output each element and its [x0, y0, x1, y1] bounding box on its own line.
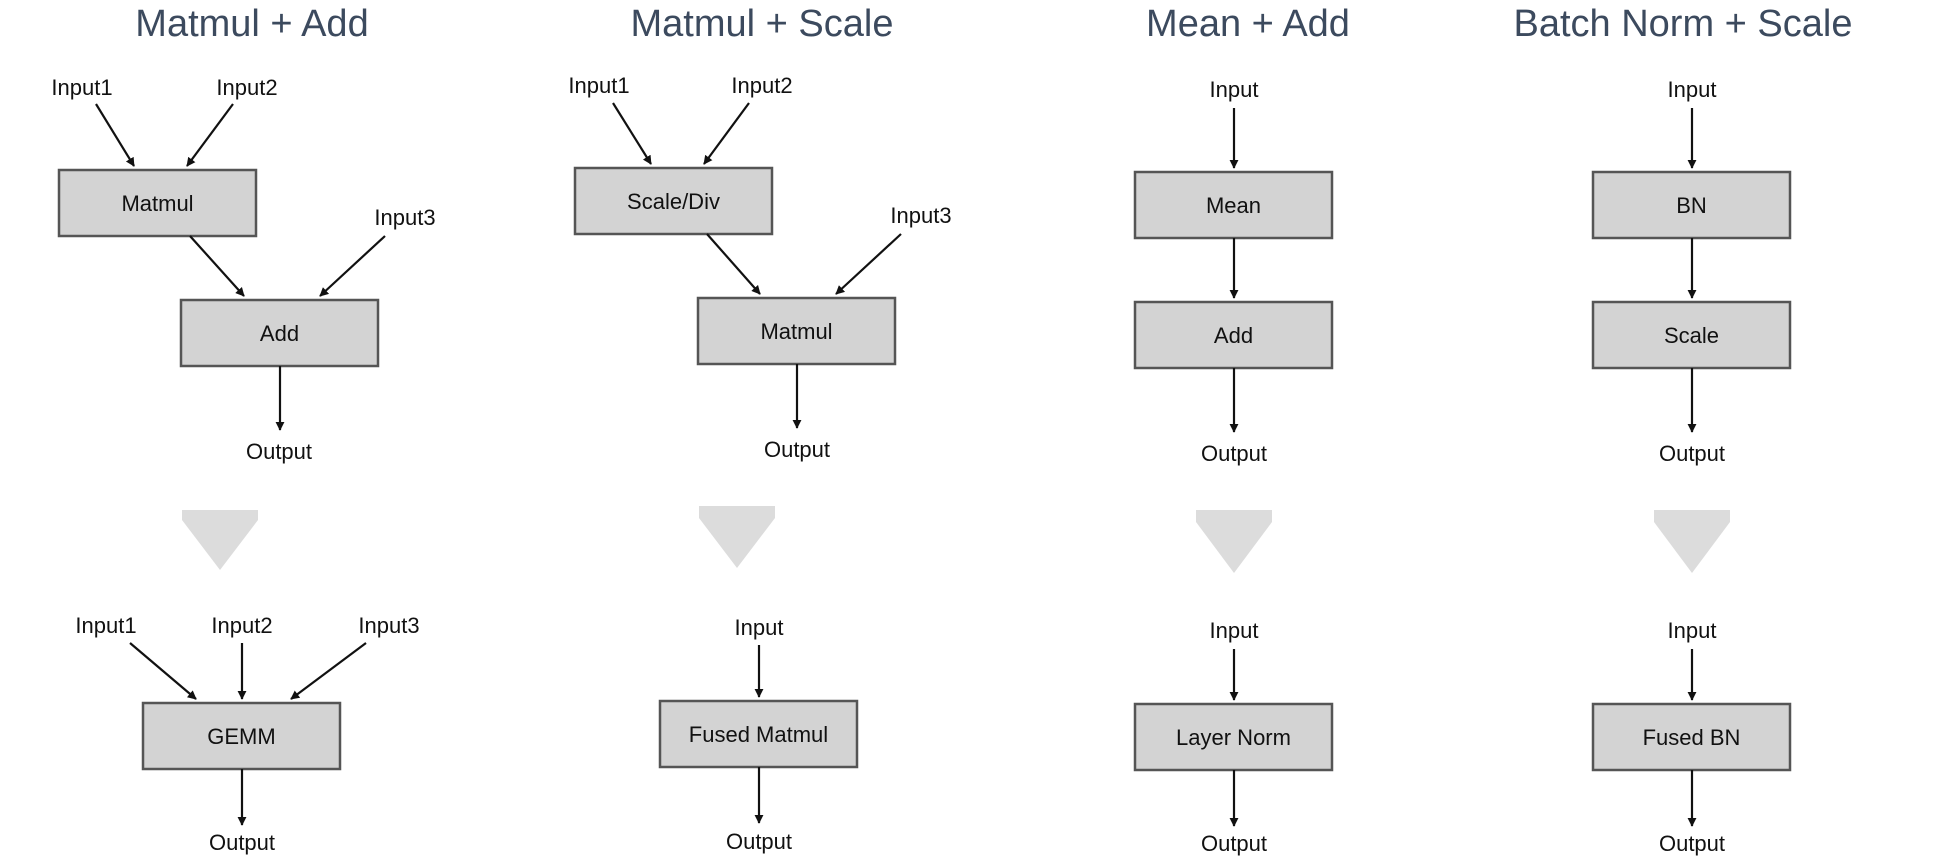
- input2-label: Input2: [731, 73, 792, 98]
- add-node-label: Add: [1214, 323, 1253, 348]
- fused-input1-label: Input1: [75, 613, 136, 638]
- output-label: Output: [1659, 441, 1725, 466]
- panel-title: Batch Norm + Scale: [1514, 3, 1853, 45]
- add-node-label: Add: [260, 321, 299, 346]
- panel-title: Matmul + Scale: [631, 3, 894, 45]
- input1-label: Input1: [568, 73, 629, 98]
- layer-norm-node-label: Layer Norm: [1176, 725, 1291, 750]
- input3-label: Input3: [374, 205, 435, 230]
- panel-matmul-scale: Matmul + Scale Input1 Input2 Input3 Scal…: [568, 3, 951, 854]
- gemm-node: GEMM: [141, 701, 342, 771]
- edge-input1-matmul: [95, 103, 135, 167]
- fused-output-label: Output: [209, 830, 275, 855]
- bn-node-label: BN: [1676, 193, 1707, 218]
- fused-matmul-node-label: Fused Matmul: [689, 722, 828, 747]
- edge-matmul-add: [189, 235, 245, 297]
- input-label: Input: [1210, 77, 1259, 102]
- panel-title: Mean + Add: [1146, 3, 1350, 45]
- transform-arrow-icon: [699, 506, 775, 568]
- edge-input3-matmul: [835, 233, 902, 295]
- fused-input-label: Input: [735, 615, 784, 640]
- mean-node: Mean: [1133, 170, 1334, 240]
- output-label: Output: [246, 439, 312, 464]
- transform-arrow-icon: [1654, 510, 1730, 573]
- mean-node-label: Mean: [1206, 193, 1261, 218]
- transform-arrow-icon: [1196, 510, 1272, 573]
- fused-input-label: Input: [1668, 618, 1717, 643]
- panel-mean-add: Mean + Add Input Mean Add Output Input L…: [1133, 3, 1350, 856]
- output-label: Output: [1201, 441, 1267, 466]
- edge-scale-matmul: [706, 233, 761, 295]
- add-node: Add: [1133, 300, 1334, 370]
- fused-matmul-node: Fused Matmul: [658, 699, 859, 769]
- bn-node: BN: [1591, 170, 1792, 240]
- matmul-node: Matmul: [696, 296, 897, 366]
- panel-matmul-add: Matmul + Add Input1 Input2 Input3 Matmul…: [51, 3, 435, 855]
- output-label: Output: [764, 437, 830, 462]
- input1-label: Input1: [51, 75, 112, 100]
- transform-arrow-icon: [182, 510, 258, 570]
- fused-input-label: Input: [1210, 618, 1259, 643]
- edge-fused-input1-gemm: [129, 642, 197, 700]
- fused-input3-label: Input3: [358, 613, 419, 638]
- edge-input1-scale: [612, 102, 652, 165]
- panel-batchnorm-scale: Batch Norm + Scale Input BN Scale Output…: [1514, 3, 1853, 856]
- scale-node-label: Scale: [1664, 323, 1719, 348]
- fused-input2-label: Input2: [211, 613, 272, 638]
- input3-label: Input3: [890, 203, 951, 228]
- fused-output-label: Output: [726, 829, 792, 854]
- scale-div-node-label: Scale/Div: [627, 189, 720, 214]
- fused-output-label: Output: [1659, 831, 1725, 856]
- add-node: Add: [179, 298, 380, 368]
- input-label: Input: [1668, 77, 1717, 102]
- panel-title: Matmul + Add: [135, 3, 368, 45]
- edge-input2-matmul: [186, 103, 234, 167]
- matmul-node-label: Matmul: [760, 319, 832, 344]
- fused-bn-node: Fused BN: [1591, 702, 1792, 772]
- edge-input2-scale: [703, 102, 750, 165]
- layer-norm-node: Layer Norm: [1133, 702, 1334, 772]
- scale-div-node: Scale/Div: [573, 166, 774, 236]
- edge-fused-input3-gemm: [290, 642, 367, 700]
- edge-input3-add: [319, 235, 386, 297]
- matmul-node-label: Matmul: [121, 191, 193, 216]
- gemm-node-label: GEMM: [207, 724, 275, 749]
- input2-label: Input2: [216, 75, 277, 100]
- fused-bn-node-label: Fused BN: [1643, 725, 1741, 750]
- fused-output-label: Output: [1201, 831, 1267, 856]
- scale-node: Scale: [1591, 300, 1792, 370]
- matmul-node: Matmul: [57, 168, 258, 238]
